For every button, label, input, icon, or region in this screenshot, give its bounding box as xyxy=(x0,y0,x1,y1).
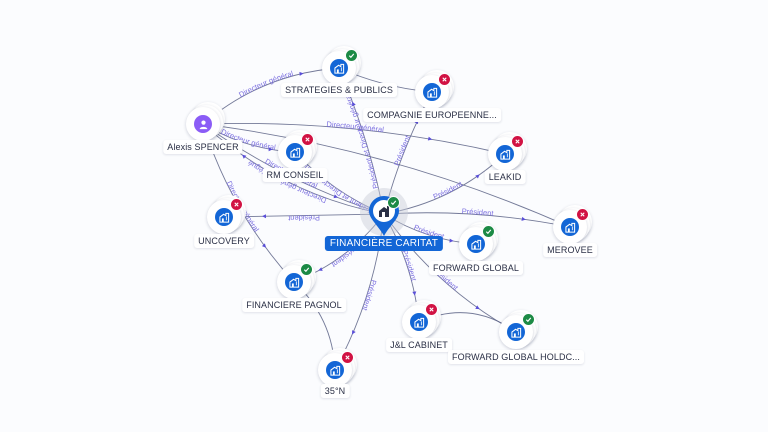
edge-arrow-icon xyxy=(262,214,267,219)
building-icon xyxy=(215,208,233,226)
status-active-badge xyxy=(300,263,313,276)
close-icon xyxy=(580,212,585,217)
center-node-label[interactable]: FINANCIÈRE CARITAT xyxy=(324,236,444,251)
node-label[interactable]: Alexis SPENCER xyxy=(163,140,243,154)
node-label[interactable]: LEAKID xyxy=(484,170,526,184)
edge-label: Président xyxy=(461,207,494,218)
edge-label: Président xyxy=(287,213,320,223)
status-active-badge xyxy=(482,225,495,238)
check-icon xyxy=(525,317,532,323)
building-icon xyxy=(218,212,229,223)
status-closed-badge xyxy=(230,198,243,211)
node-disc[interactable] xyxy=(499,315,533,349)
edge-caritat-merovee[interactable] xyxy=(383,212,571,228)
close-icon xyxy=(429,307,434,312)
building-icon xyxy=(470,239,481,250)
node-label[interactable]: COMPAGNIE EUROPEENNE... xyxy=(363,108,501,122)
check-icon xyxy=(390,200,397,206)
person-icon xyxy=(194,115,212,133)
edge-arrow-icon xyxy=(352,101,356,107)
close-icon xyxy=(305,137,310,142)
edge-label: Président xyxy=(392,133,412,167)
check-icon xyxy=(348,53,355,59)
edge-spencer-leakid[interactable] xyxy=(202,122,506,155)
building-icon xyxy=(564,222,575,233)
check-icon xyxy=(303,267,310,273)
building-icon xyxy=(330,59,348,77)
edge-arrow-icon xyxy=(242,154,247,159)
building-icon xyxy=(423,83,441,101)
close-icon xyxy=(345,355,350,360)
edge-arrow-icon xyxy=(352,330,356,335)
building-icon xyxy=(507,323,525,341)
edge-arrow-icon xyxy=(475,174,480,179)
edge-arrow-icon xyxy=(333,194,338,199)
building-icon xyxy=(333,63,344,74)
node-label[interactable]: FORWARD GLOBAL xyxy=(429,261,523,275)
edge-arrow-icon xyxy=(268,147,273,152)
edge-label: Président xyxy=(432,179,465,201)
node-label[interactable]: RM CONSEIL xyxy=(262,168,328,182)
node-disc[interactable] xyxy=(278,135,312,169)
building-icon xyxy=(426,87,437,98)
edge-arrow-icon xyxy=(449,238,454,243)
edge-arrow-icon xyxy=(427,136,433,141)
status-active-badge xyxy=(522,313,535,326)
edge-arrow-icon xyxy=(261,243,267,248)
edge-arrow-icon xyxy=(521,216,526,221)
person-icon xyxy=(199,120,207,129)
building-icon xyxy=(286,143,304,161)
status-closed-badge xyxy=(576,208,589,221)
node-label[interactable]: J&L CABINET xyxy=(386,338,452,352)
building-icon xyxy=(288,277,299,288)
check-icon xyxy=(485,229,492,235)
node-disc[interactable] xyxy=(186,107,220,141)
status-closed-badge xyxy=(341,351,354,364)
building-icon xyxy=(379,206,389,217)
edge-arrow-icon xyxy=(412,291,417,296)
edge-label: Président xyxy=(360,279,378,313)
status-closed-badge xyxy=(301,133,314,146)
node-label[interactable]: FINANCIERE PAGNOL xyxy=(242,298,346,312)
edge-label: Président et Directeur général xyxy=(342,92,380,190)
close-icon xyxy=(234,202,239,207)
building-icon xyxy=(561,218,579,236)
building-icon xyxy=(499,149,510,160)
close-icon xyxy=(442,77,447,82)
node-label[interactable]: 35°N xyxy=(320,384,350,398)
building-icon xyxy=(289,147,300,158)
building-icon xyxy=(510,327,521,338)
node-disc[interactable] xyxy=(553,210,587,244)
node-label[interactable]: MEROVEE xyxy=(543,243,597,257)
status-active-badge xyxy=(345,49,358,62)
close-icon xyxy=(515,139,520,144)
status-closed-badge xyxy=(438,73,451,86)
building-icon xyxy=(467,235,485,253)
building-icon xyxy=(410,313,428,331)
status-closed-badge xyxy=(425,303,438,316)
building-icon xyxy=(285,273,303,291)
status-active-badge xyxy=(387,196,400,209)
node-disc[interactable] xyxy=(402,305,436,339)
node-label[interactable]: UNCOVERY xyxy=(194,234,254,248)
node-label[interactable]: STRATEGIES & PUBLICS xyxy=(281,83,397,97)
edge-arrow-icon xyxy=(318,267,323,271)
building-icon xyxy=(329,365,340,376)
building-icon xyxy=(413,317,424,328)
node-disc[interactable] xyxy=(488,137,522,171)
edge-arrow-icon xyxy=(299,71,304,76)
building-icon xyxy=(326,361,344,379)
node-label[interactable]: FORWARD GLOBAL HOLDC... xyxy=(448,350,584,364)
edge-spencer-merovee[interactable] xyxy=(202,123,571,228)
edge-arrow-icon xyxy=(475,305,480,310)
building-icon xyxy=(496,145,514,163)
status-closed-badge xyxy=(511,135,524,148)
